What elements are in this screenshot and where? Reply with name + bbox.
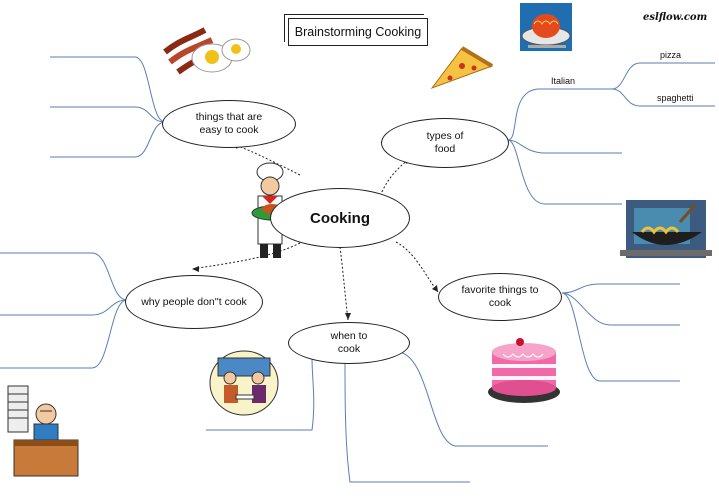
- branch-line: [507, 139, 622, 205]
- node-types-of-food[interactable]: types of food: [381, 118, 509, 168]
- node-cooking[interactable]: Cooking: [270, 188, 410, 248]
- pizza-slice-icon: [430, 46, 494, 90]
- diagram-title: Brainstorming Cooking: [294, 25, 422, 39]
- node-label: why people don''t cook: [141, 295, 247, 308]
- layer-cake-icon: [488, 338, 560, 403]
- branch-line: [50, 56, 166, 123]
- stressed-office-worker-icon: [7, 385, 79, 477]
- node-label: Cooking: [310, 209, 370, 227]
- connector-line: [339, 246, 349, 321]
- branch-line: [561, 283, 680, 294]
- connector-line: [395, 241, 439, 293]
- connector-line: [381, 157, 411, 193]
- branch-line: [0, 299, 128, 316]
- branch-line: [561, 292, 680, 326]
- branch-line: [0, 252, 128, 301]
- diagram-title-box: Brainstorming Cooking: [288, 18, 428, 46]
- wok-cooking-icon: [620, 200, 712, 258]
- branch-line: [50, 121, 166, 158]
- bacon-and-eggs-icon: [163, 27, 251, 75]
- node-label: favorite things to cook: [461, 284, 539, 309]
- branch-line: [206, 357, 315, 431]
- branch-line: [507, 139, 622, 154]
- spaghetti-plate-icon: [520, 3, 572, 51]
- branch-line: [50, 106, 166, 123]
- node-why-people-dont-cook[interactable]: why people don''t cook: [125, 275, 263, 329]
- branch-line: [611, 88, 715, 107]
- node-label: things that are easy to cook: [195, 111, 263, 136]
- node-label: when to cook: [330, 330, 368, 355]
- node-things-easy-to-cook[interactable]: things that are easy to cook: [162, 100, 296, 148]
- branch-line: [344, 361, 470, 483]
- arrowhead: [345, 313, 351, 320]
- branch-line: [561, 292, 680, 382]
- branch-line: [611, 62, 715, 90]
- watermark: eslflow.com: [643, 12, 708, 23]
- leaf-pizza: pizza: [660, 50, 682, 60]
- arrowhead: [192, 266, 199, 272]
- arrowhead: [432, 285, 438, 292]
- node-label: types of food: [426, 130, 464, 155]
- connector-line: [191, 242, 301, 270]
- branch-line: [507, 88, 612, 141]
- leaf-italian: Italian: [551, 76, 576, 86]
- node-favorite-things-to-cook[interactable]: favorite things to cook: [438, 273, 562, 321]
- branch-line: [399, 351, 548, 447]
- leaf-spaghetti: spaghetti: [657, 93, 694, 103]
- dining-couple-icon: [209, 350, 279, 416]
- node-when-to-cook[interactable]: when to cook: [288, 322, 410, 364]
- branch-line: [0, 299, 128, 369]
